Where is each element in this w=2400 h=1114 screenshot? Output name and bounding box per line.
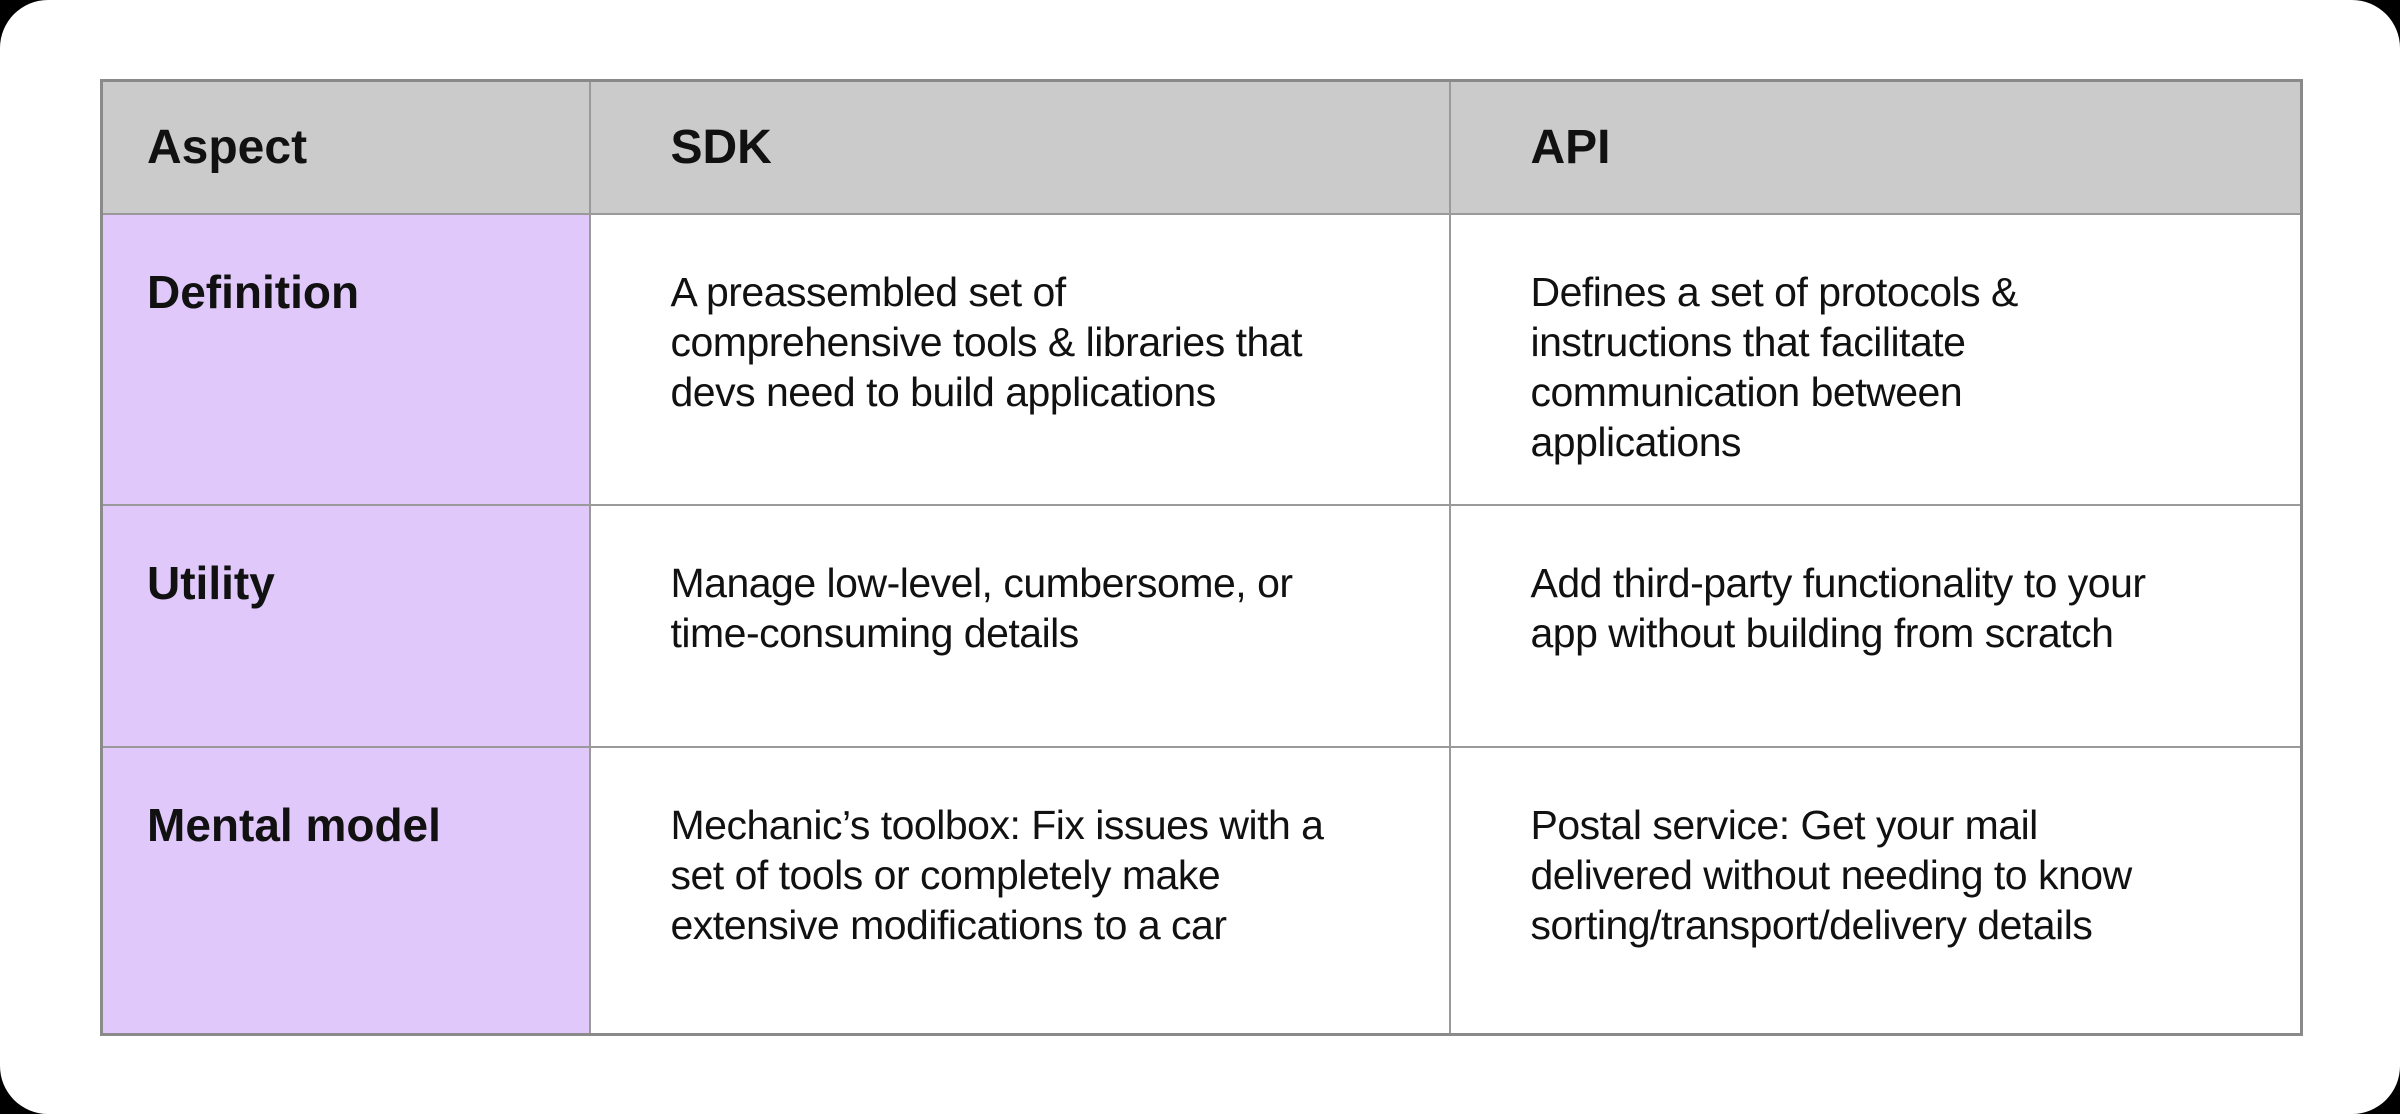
cell-definition-sdk: A preassembled set of comprehensive tool…	[588, 212, 1451, 506]
table-row-definition: Definition A preassembled set of compreh…	[100, 212, 2303, 506]
table-header-row: Aspect SDK API	[100, 79, 2303, 215]
cell-mental-model-api: Postal service: Get your mail delivered …	[1448, 745, 2303, 1036]
table-row-utility: Utility Manage low-level, cumbersome, or…	[100, 503, 2303, 748]
row-label-definition: Definition	[100, 212, 591, 506]
sdk-vs-api-comparison-table: Aspect SDK API Definition A preassembled…	[100, 79, 2303, 1036]
cell-utility-api: Add third-party functionality to your ap…	[1448, 503, 2303, 748]
header-cell-sdk: SDK	[588, 79, 1451, 215]
row-label-mental-model: Mental model	[100, 745, 591, 1036]
table-row-mental-model: Mental model Mechanic’s toolbox: Fix iss…	[100, 745, 2303, 1036]
header-cell-aspect: Aspect	[100, 79, 591, 215]
row-label-utility: Utility	[100, 503, 591, 748]
header-cell-api: API	[1448, 79, 2303, 215]
cell-definition-api: Defines a set of protocols & instruction…	[1448, 212, 2303, 506]
cell-utility-sdk: Manage low-level, cumbersome, or time-co…	[588, 503, 1451, 748]
cell-mental-model-sdk: Mechanic’s toolbox: Fix issues with a se…	[588, 745, 1451, 1036]
